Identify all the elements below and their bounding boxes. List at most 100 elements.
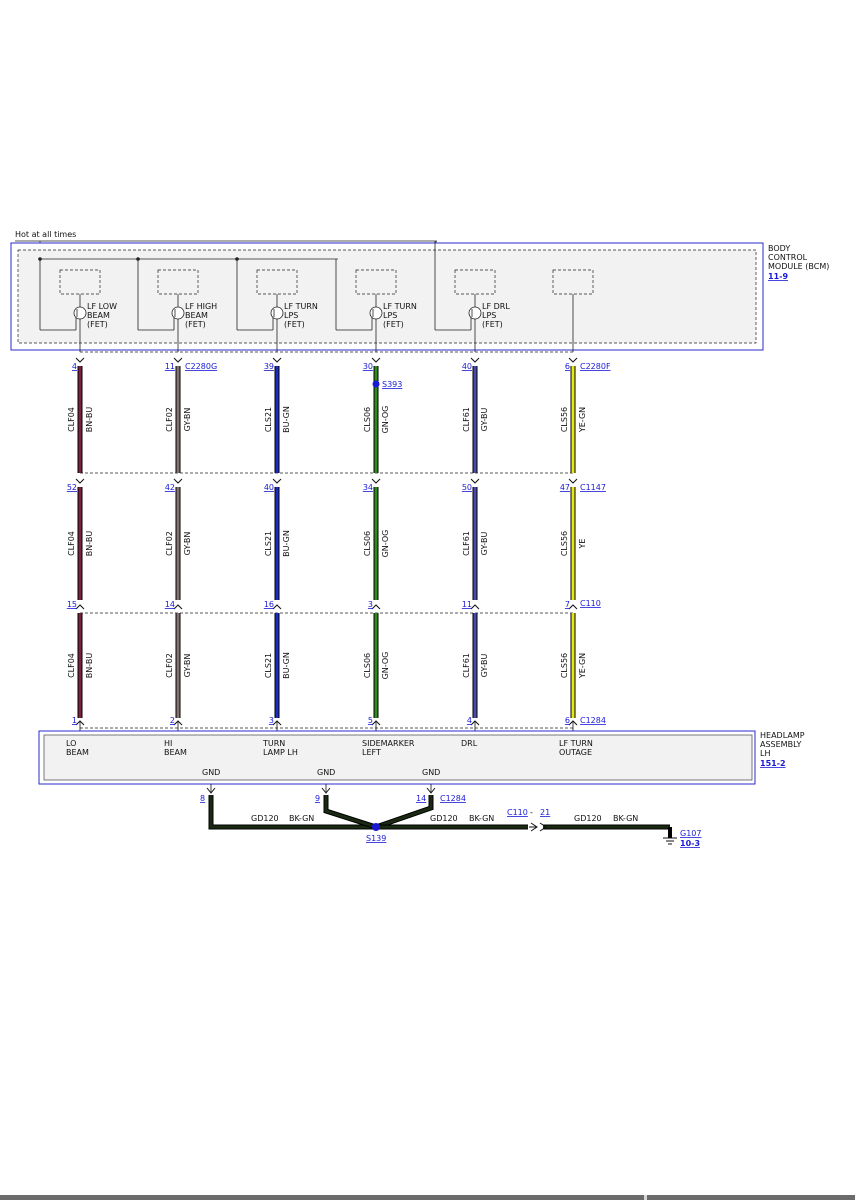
wire-color-label: GY-BN <box>183 408 192 432</box>
circuit-wires <box>75 357 578 735</box>
inline-connector-c110-label[interactable]: C110 <box>507 808 528 817</box>
bcm-output-label: LF TURN <box>383 302 417 311</box>
pin-number-bot[interactable]: 2 <box>170 716 175 725</box>
bcm-output-label: (FET) <box>185 320 206 329</box>
splice-s393-label[interactable]: S393 <box>382 380 402 389</box>
headlamp-label-line: ASSEMBLY <box>760 740 801 749</box>
wire-color-label: BN-BU <box>85 531 94 557</box>
fet-symbol <box>468 306 482 320</box>
load-label: LAMP LH <box>263 748 298 757</box>
pin-number-mid[interactable]: 50 <box>462 483 472 492</box>
splice-s139-label[interactable]: S139 <box>366 834 386 843</box>
wire-color-label: BN-BU <box>85 407 94 433</box>
pin-number-mid[interactable]: 34 <box>363 483 373 492</box>
pin-number-top[interactable]: 39 <box>264 362 274 371</box>
bcm-label-line: MODULE (BCM) <box>768 262 829 271</box>
wire-color-label: BN-BU <box>85 653 94 679</box>
bcm-output-label: LPS <box>284 311 298 320</box>
ground-pin-number[interactable]: 14 <box>416 794 426 803</box>
headlamp-assembly <box>38 730 756 785</box>
headlamp-label-line: HEADLAMP <box>760 731 805 740</box>
bcm-output-label: LF TURN <box>284 302 318 311</box>
pin-number-top[interactable]: 6 <box>565 362 570 371</box>
pin-number-mid[interactable]: 47 <box>560 483 570 492</box>
circuit-code-label: CLF61 <box>462 531 471 556</box>
circuit-code-label: CLS21 <box>264 653 273 678</box>
wire-color-label: BU-GN <box>282 652 291 679</box>
circuit-code-label: CLS21 <box>264 531 273 556</box>
bottom-bar-divider <box>644 1195 647 1200</box>
pin-number-low[interactable]: 15 <box>67 600 77 609</box>
wire-color-label: YE-GN <box>578 407 587 433</box>
circuit-code-label: CLF02 <box>165 407 174 432</box>
connector-c1284-label[interactable]: C1284 <box>580 716 606 725</box>
load-label: SIDEMARKER <box>362 739 415 748</box>
pin-number-low[interactable]: 14 <box>165 600 175 609</box>
connector-c1284-ground-label[interactable]: C1284 <box>440 794 466 803</box>
pin-number-bot[interactable]: 1 <box>72 716 77 725</box>
circuit-code-label: CLS06 <box>363 653 372 678</box>
ground-point-g107-label[interactable]: G107 <box>680 829 701 838</box>
load-label: LO <box>66 739 76 748</box>
headlamp-reference-link[interactable]: 151-2 <box>760 759 786 768</box>
pin-number-low[interactable]: 7 <box>565 600 570 609</box>
pin-number-low[interactable]: 11 <box>462 600 472 609</box>
pin-number-low[interactable]: 16 <box>264 600 274 609</box>
connector-c1147-label[interactable]: C1147 <box>580 483 606 492</box>
pin-number-mid[interactable]: 52 <box>67 483 77 492</box>
connector-c110-label[interactable]: C110 <box>580 599 601 608</box>
pin-number-mid[interactable]: 40 <box>264 483 274 492</box>
hot-at-all-times-label: Hot at all times <box>15 230 76 239</box>
ground-wire-color: BK-GN <box>613 814 638 823</box>
bottom-scroll-bar <box>0 1195 855 1200</box>
circuit-code-label: CLS06 <box>363 407 372 432</box>
bcm-reference-link[interactable]: 11-9 <box>768 272 788 281</box>
wire-color-label: GY-BN <box>183 532 192 556</box>
fet-symbol <box>171 306 185 320</box>
ground-wire-color: BK-GN <box>289 814 314 823</box>
pin-number-bot[interactable]: 6 <box>565 716 570 725</box>
wire-color-label: YE-GN <box>578 653 587 679</box>
ground-pin-number[interactable]: 8 <box>200 794 205 803</box>
bcm-output-label: LF HIGH <box>185 302 217 311</box>
ground-point-reference-link[interactable]: 10-3 <box>680 839 700 848</box>
wire-color-label: BU-GN <box>282 530 291 557</box>
load-label: HI <box>164 739 172 748</box>
pin-number-bot[interactable]: 3 <box>269 716 274 725</box>
splice-s393-dot <box>372 380 380 388</box>
pin-number-top[interactable]: 40 <box>462 362 472 371</box>
ground-pin-number[interactable]: 9 <box>315 794 320 803</box>
driver-control-box <box>355 269 397 295</box>
bcm-output-6 <box>552 269 594 352</box>
connector-c2280f-label[interactable]: C2280F <box>580 362 611 371</box>
connector-c2280g-label[interactable]: C2280G <box>185 362 217 371</box>
pin-number-bot[interactable]: 5 <box>368 716 373 725</box>
pin-number-mid[interactable]: 42 <box>165 483 175 492</box>
ground-circuit: GND GND GND 8 9 14 C1284 S139 GD120 BK-G… <box>200 768 701 848</box>
bcm-output-label: LF DRL <box>482 302 510 311</box>
gnd-label: GND <box>202 768 220 777</box>
pin-number-bot[interactable]: 4 <box>467 716 472 725</box>
ground-circuit-code: GD120 <box>430 814 458 823</box>
circuit-code-label: CLF61 <box>462 407 471 432</box>
driver-control-box <box>59 269 101 295</box>
bcm-label-line: CONTROL <box>768 253 808 262</box>
load-label: BEAM <box>164 748 187 757</box>
splice-s139-dot <box>372 823 380 831</box>
pin-number-top[interactable]: 4 <box>72 362 77 371</box>
pin-number-top[interactable]: 11 <box>165 362 175 371</box>
inline-connector-pin[interactable]: 21 <box>540 808 550 817</box>
inline-connector-separator: - <box>530 808 533 817</box>
bcm-output-label: (FET) <box>482 320 503 329</box>
pin-number-top[interactable]: 30 <box>363 362 373 371</box>
wire-color-label: GY-BN <box>183 654 192 678</box>
pin-number-low[interactable]: 3 <box>368 600 373 609</box>
